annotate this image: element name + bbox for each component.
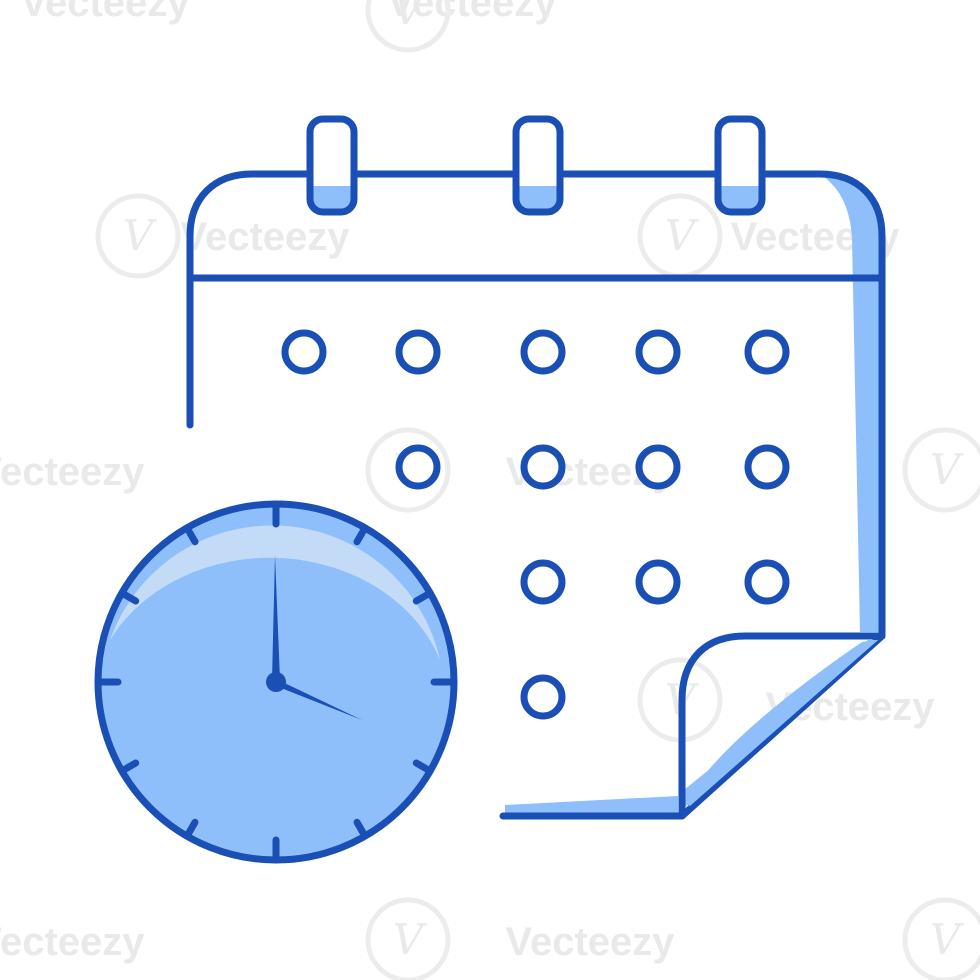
clock-hour-marks (94, 500, 458, 864)
clock-hour-mark (353, 818, 369, 840)
calendar-day-dot (520, 674, 566, 720)
watermark-badge (365, 427, 451, 513)
watermark-text: Vecteezy (387, 0, 557, 25)
watermark-text: Vecteezy (0, 920, 145, 964)
clock-face-highlight (110, 525, 440, 660)
watermark-badge (365, 897, 451, 980)
clock-icon (94, 500, 458, 864)
page-curl-outline (678, 632, 886, 820)
watermark-glyph: V (665, 211, 699, 260)
watermark-glyph: V (123, 211, 157, 260)
calendar-day-dot (395, 329, 441, 375)
watermark-glyph: V (930, 445, 964, 494)
clock-hour-mark (183, 818, 199, 840)
watermark-glyph: V (930, 915, 964, 964)
calendar-day-dot (281, 329, 327, 375)
calendar-day-dot (520, 329, 566, 375)
calendar-day-dot (635, 329, 681, 375)
watermark-glyph: V (393, 0, 427, 34)
calendar-bottom-shading (505, 796, 678, 816)
calendar-day-dots (281, 329, 790, 720)
watermark-text: Vecteezy (0, 450, 145, 494)
clock-minute-hand (272, 555, 280, 680)
calendar-day-dot (520, 559, 566, 605)
watermark-badge (95, 193, 181, 279)
clock-hour-mark (353, 524, 369, 546)
watermark-glyph: V (393, 915, 427, 964)
watermark-text: Vecteezy (20, 0, 190, 25)
binder-rings (306, 115, 766, 216)
clock-hour-mark (412, 589, 434, 605)
calendar-side-shading (818, 173, 880, 632)
watermark-badge (902, 427, 980, 513)
watermark-text: Vecteezy (180, 215, 350, 259)
binder-ring (512, 115, 564, 216)
clock-hour-mark (118, 759, 140, 775)
watermark-text: Vecteezy (505, 920, 675, 964)
calendar-icon (186, 115, 886, 820)
calendar-day-dot (744, 329, 790, 375)
watermark-badge (902, 897, 980, 980)
calendar-day-dot (635, 559, 681, 605)
calendar-day-dot (744, 559, 790, 605)
page-curl-shading-inner (686, 640, 878, 806)
binder-ring (306, 115, 358, 216)
clock-hour-mark (183, 524, 199, 546)
calendar-day-dot (635, 444, 681, 490)
calendar-day-dot (520, 444, 566, 490)
clock-hour-hand (274, 678, 362, 720)
clock-hour-mark (118, 589, 140, 605)
calendar-day-dot (744, 444, 790, 490)
binder-ring (714, 115, 766, 216)
watermark-badge (365, 0, 451, 53)
calendar-day-dot (395, 444, 441, 490)
clock-center-pin (266, 672, 286, 692)
calendar-page-outline (186, 170, 886, 820)
clock-hour-mark (412, 759, 434, 775)
